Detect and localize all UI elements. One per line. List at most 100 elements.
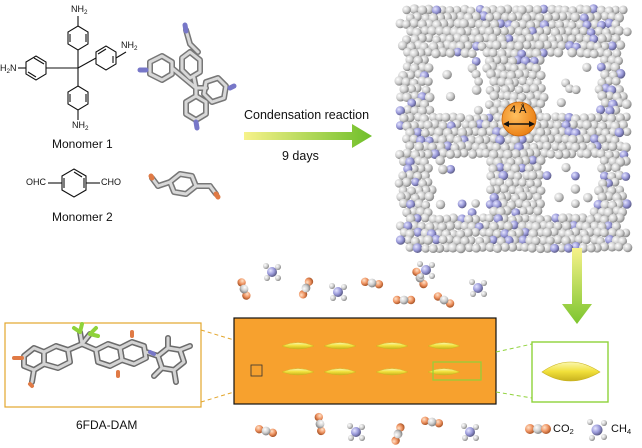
ch4-molecule xyxy=(263,263,281,281)
cof-atom-sphere xyxy=(536,155,546,166)
cof-atom-sphere xyxy=(424,33,434,43)
cof-atom-sphere xyxy=(421,244,431,253)
reaction-arrow xyxy=(244,124,372,148)
cof-atom-sphere xyxy=(491,40,502,50)
cof-atom-sphere xyxy=(557,41,567,51)
cof-atom-sphere xyxy=(445,221,455,231)
cof-atom-sphere xyxy=(468,149,478,159)
cof-atom-sphere xyxy=(445,48,455,58)
amine-label-left: H2N xyxy=(0,63,17,75)
cof-atom-sphere xyxy=(471,243,481,253)
filler-particle xyxy=(281,368,315,376)
filler-particle-enlarged xyxy=(541,361,601,382)
cof-atom-sphere xyxy=(489,19,500,30)
cof-atom-sphere xyxy=(395,149,405,160)
co2-molecule xyxy=(314,412,326,436)
cof-atom-sphere xyxy=(571,171,580,181)
cof-atom-sphere xyxy=(586,113,596,122)
cof-atom-sphere xyxy=(589,49,599,59)
cof-atom-sphere xyxy=(601,142,611,151)
cof-atom-sphere xyxy=(442,26,453,37)
cof-atom-sphere xyxy=(424,191,435,202)
cof-atom-sphere xyxy=(477,41,487,51)
cof-atom-sphere xyxy=(405,55,415,65)
cof-atom-sphere xyxy=(424,77,433,86)
cof-atom-sphere xyxy=(394,178,404,188)
cof-atom-sphere xyxy=(486,69,496,79)
cof-atom-sphere xyxy=(611,76,621,86)
cof-atom-sphere xyxy=(529,98,540,109)
cof-atom-sphere xyxy=(438,148,449,158)
cof-atom-sphere xyxy=(603,62,613,72)
cof-atom-sphere xyxy=(424,63,434,73)
cof-atom-sphere xyxy=(527,243,537,253)
filler-particle xyxy=(375,368,409,376)
cof-atom-sphere xyxy=(488,164,498,174)
cof-atom-sphere xyxy=(581,5,592,15)
cof-atom-sphere xyxy=(413,227,423,237)
cof-atom-sphere xyxy=(459,18,469,29)
cof-atom-sphere xyxy=(435,26,445,36)
cof-atom-sphere xyxy=(525,206,535,215)
cof-atom-sphere xyxy=(464,243,474,253)
cof-atom-sphere xyxy=(492,55,502,65)
cof-atom-sphere xyxy=(424,92,435,103)
cof-atom-sphere xyxy=(597,134,607,144)
cof-atom-sphere xyxy=(503,221,513,231)
reaction-duration: 9 days xyxy=(282,149,319,163)
cof-atom-sphere xyxy=(583,48,593,59)
cof-atom-sphere xyxy=(571,199,580,208)
co2-molecule xyxy=(392,295,416,305)
cof-atom-sphere xyxy=(477,127,488,138)
cof-atom-sphere xyxy=(411,177,420,187)
cof-atom-sphere xyxy=(401,77,411,87)
cof-atom-sphere xyxy=(618,120,628,130)
cof-atom-sphere xyxy=(470,214,481,225)
cof-atom-sphere xyxy=(466,18,477,29)
cof-atom-sphere xyxy=(481,120,491,130)
cof-atom-sphere xyxy=(586,28,596,37)
cof-atom-sphere xyxy=(608,213,618,223)
cof-atom-sphere xyxy=(474,77,483,86)
cof-atom-sphere xyxy=(611,163,621,173)
cof-atom-sphere xyxy=(547,20,557,29)
cof-atom-sphere xyxy=(621,142,631,153)
cof-atom-sphere xyxy=(448,242,458,253)
co2-molecule xyxy=(298,277,314,299)
legend-co2-label: CO2 xyxy=(553,423,574,436)
cof-atom-sphere xyxy=(532,5,542,15)
cof-atom-sphere xyxy=(614,213,625,223)
cof-atom-sphere xyxy=(485,228,495,238)
cof-atom-sphere xyxy=(395,235,406,245)
cof-atom-sphere xyxy=(423,47,433,57)
pore-arrowhead-right xyxy=(529,121,535,127)
cof-atom-sphere xyxy=(514,26,524,37)
cof-atom-sphere xyxy=(546,120,556,129)
cof-atom-sphere xyxy=(524,133,535,144)
cof-atom-sphere xyxy=(445,133,456,144)
cof-atom-sphere xyxy=(579,26,588,36)
cof-atom-sphere xyxy=(485,127,495,137)
cof-atom-sphere xyxy=(598,179,608,189)
cof-atom-sphere xyxy=(536,244,545,254)
cof-atom-sphere xyxy=(535,199,545,209)
cof-atom-sphere xyxy=(402,62,412,72)
cof-atom-sphere xyxy=(492,11,502,21)
cof-atom-sphere xyxy=(534,170,545,180)
cof-atom-sphere xyxy=(503,162,513,173)
monomer2-structure xyxy=(48,168,100,198)
cof-atom-sphere xyxy=(403,221,413,231)
cof-atom-sphere xyxy=(468,49,477,59)
cof-atom-sphere xyxy=(495,149,506,159)
cof-atom-sphere xyxy=(621,199,632,209)
cof-atom-sphere xyxy=(604,191,614,201)
down-arrow xyxy=(562,248,592,324)
cof-atom-sphere xyxy=(542,40,552,50)
cof-atom-sphere xyxy=(406,70,416,80)
cof-atom-sphere xyxy=(520,242,530,252)
cof-atom-sphere xyxy=(471,199,480,208)
cof-atom-sphere xyxy=(423,163,433,173)
cof-atom-sphere xyxy=(448,213,459,224)
cof-atom-sphere xyxy=(522,40,532,50)
